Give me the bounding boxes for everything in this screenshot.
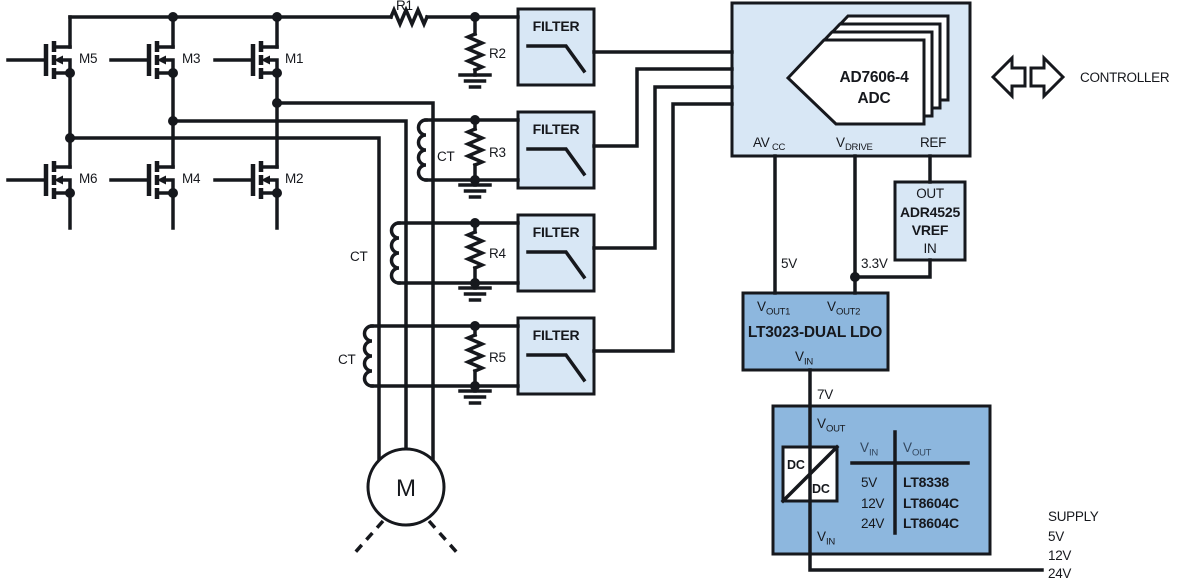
resistor-r5 bbox=[466, 333, 484, 373]
lowpass-icon bbox=[526, 147, 587, 177]
adc-name: AD7606-4 bbox=[839, 69, 909, 86]
arrow-right-icon bbox=[1029, 54, 1066, 100]
ct1-label: CT bbox=[437, 149, 454, 164]
table-col-vin-sub: IN bbox=[869, 448, 878, 459]
vref-type: VREF bbox=[912, 222, 949, 238]
table-row1-part: LT8338 bbox=[903, 474, 949, 490]
vref-block bbox=[893, 180, 967, 262]
m1-label: M1 bbox=[285, 51, 303, 66]
adc-pin-avcc-sub: CC bbox=[772, 142, 786, 153]
vref-pin-out: OUT bbox=[916, 186, 944, 201]
table-row2-part: LT8604C bbox=[903, 495, 959, 511]
supply-rail-12v: 12V bbox=[1048, 548, 1071, 563]
table-row3-part: LT8604C bbox=[903, 515, 959, 531]
wiring bbox=[68, 8, 1044, 572]
phase-c-wire bbox=[68, 136, 381, 464]
m3-label: M3 bbox=[182, 51, 200, 66]
r5-label: R5 bbox=[489, 350, 506, 365]
supply-title: SUPPLY bbox=[1048, 509, 1099, 524]
ground-icon bbox=[458, 68, 492, 89]
vref-pin-in: IN bbox=[924, 241, 937, 256]
table-row3-vin: 24V bbox=[861, 516, 884, 531]
supply-24v-wire bbox=[808, 368, 1044, 572]
table-row1-vin: 5V bbox=[861, 475, 877, 490]
mosfet-m2 bbox=[215, 161, 282, 199]
dcdc-dc-top: DC bbox=[787, 458, 805, 472]
filter4-label: FILTER bbox=[533, 327, 580, 343]
mosfet-m5 bbox=[8, 41, 75, 79]
dcdc-vout: V bbox=[817, 416, 826, 431]
ct-coil-3 bbox=[362, 324, 374, 388]
m5-label: M5 bbox=[79, 51, 97, 66]
vref-name: ADR4525 bbox=[900, 204, 960, 220]
vref-in-wire bbox=[853, 258, 932, 279]
resistor-r3 bbox=[466, 127, 484, 167]
net-5v-label: 5V bbox=[781, 256, 797, 271]
resistor-r2 bbox=[466, 32, 484, 72]
adc-pin-avcc: AV bbox=[753, 135, 770, 150]
table-col-vout-sub: OUT bbox=[912, 448, 932, 459]
lowpass-icon bbox=[526, 250, 587, 280]
ldo-vin-sub: IN bbox=[804, 357, 813, 368]
m2-label: M2 bbox=[285, 171, 303, 186]
phase-b-wire bbox=[171, 119, 408, 452]
mosfet-m6 bbox=[8, 161, 75, 199]
table-row2-vin: 12V bbox=[861, 496, 884, 511]
m4-label: M4 bbox=[182, 171, 201, 186]
motor-shaft-dash bbox=[427, 519, 462, 558]
mosfet-m3 bbox=[111, 41, 178, 79]
r2-label: R2 bbox=[489, 46, 506, 61]
current-transformers bbox=[362, 118, 428, 388]
filter2-label: FILTER bbox=[533, 121, 580, 137]
dcdc-dc-bottom: DC bbox=[812, 482, 830, 496]
filter1-label: FILTER bbox=[533, 18, 580, 34]
resistor-r4 bbox=[466, 230, 484, 270]
ldo-block bbox=[741, 291, 890, 372]
motor-symbol: M bbox=[350, 447, 462, 558]
dcdc-vin: V bbox=[817, 529, 826, 544]
dcdc-vout-sub: OUT bbox=[826, 424, 846, 435]
junction-dots bbox=[65, 12, 860, 391]
ct-coil-2 bbox=[389, 221, 401, 285]
ct-coil-1 bbox=[416, 118, 428, 182]
dcdc-vin-sub: IN bbox=[826, 537, 835, 548]
ct2-label: CT bbox=[350, 249, 367, 264]
controller-label: CONTROLLER bbox=[1080, 70, 1170, 85]
adc-pin-ref: REF bbox=[920, 135, 946, 150]
r1-label: R1 bbox=[396, 0, 413, 13]
supply-rail-24v: 24V bbox=[1048, 566, 1071, 581]
m6-label: M6 bbox=[79, 171, 97, 186]
ldo-vout1-sub: OUT1 bbox=[766, 307, 790, 318]
motor-shaft-dash bbox=[350, 519, 385, 558]
ldo-name: LT3023-DUAL LDO bbox=[748, 324, 882, 341]
table-col-vin: V bbox=[860, 440, 869, 455]
stacked-adc-chips-icon bbox=[785, 14, 950, 126]
adc-pin-vdrive: V bbox=[836, 135, 845, 150]
mosfet-m4 bbox=[111, 161, 178, 199]
ldo-vout1: V bbox=[757, 299, 766, 314]
phase-a-wire bbox=[275, 101, 435, 464]
ldo-vout2-sub: OUT2 bbox=[836, 307, 860, 318]
ldo-vout2: V bbox=[827, 299, 836, 314]
filter3-label: FILTER bbox=[533, 224, 580, 240]
table-col-vout: V bbox=[903, 440, 912, 455]
filter-blocks bbox=[516, 7, 596, 396]
net-3v3-label: 3.3V bbox=[861, 256, 888, 271]
motor-label: M bbox=[396, 475, 416, 502]
adc-type: ADC bbox=[858, 90, 891, 107]
lowpass-icon bbox=[526, 353, 587, 383]
net-7v-label: 7V bbox=[817, 387, 833, 402]
dcdc-table-grid bbox=[850, 430, 970, 535]
ct3-label: CT bbox=[338, 352, 355, 367]
controller-interface: CONTROLLER bbox=[990, 54, 1170, 100]
mosfet-m1 bbox=[215, 41, 282, 79]
supply-rail-5v: 5V bbox=[1048, 529, 1064, 544]
ldo-vin: V bbox=[795, 349, 804, 364]
lowpass-icon bbox=[526, 44, 587, 74]
arrow-left-icon bbox=[990, 54, 1027, 100]
adc-pin-vdrive-sub: DRIVE bbox=[845, 142, 873, 153]
r3-label: R3 bbox=[489, 145, 506, 160]
r4-label: R4 bbox=[489, 246, 506, 261]
